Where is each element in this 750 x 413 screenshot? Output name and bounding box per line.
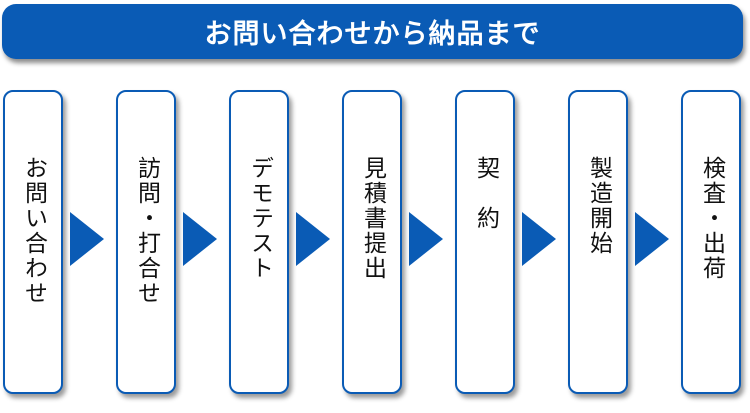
step-label: 契 約: [472, 156, 499, 231]
arrow-right-icon: [409, 212, 443, 266]
step-label: 訪問・打合せ: [133, 156, 160, 306]
step-label: お問い合わせ: [20, 156, 47, 306]
arrow-right-icon: [522, 212, 556, 266]
step-manufacturing: 製造開始: [568, 90, 628, 394]
step-label: デモテスト: [246, 156, 273, 281]
step-demo-test: デモテスト: [229, 90, 289, 394]
step-visit-meeting: 訪問・打合せ: [116, 90, 176, 394]
arrow-right-icon: [183, 212, 217, 266]
step-label: 製造開始: [585, 156, 612, 256]
step-inquiry: お問い合わせ: [3, 90, 63, 394]
arrow-right-icon: [635, 212, 669, 266]
step-inspection-shipping: 検査・出荷: [681, 90, 741, 394]
step-label: 検査・出荷: [698, 156, 725, 281]
step-label: 見積書提出: [359, 156, 386, 281]
arrow-right-icon: [296, 212, 330, 266]
page-title: お問い合わせから納品まで: [204, 19, 541, 50]
header-banner: お問い合わせから納品まで: [2, 4, 743, 59]
step-quotation: 見積書提出: [342, 90, 402, 394]
step-contract: 契 約: [455, 90, 515, 394]
arrow-right-icon: [70, 212, 104, 266]
